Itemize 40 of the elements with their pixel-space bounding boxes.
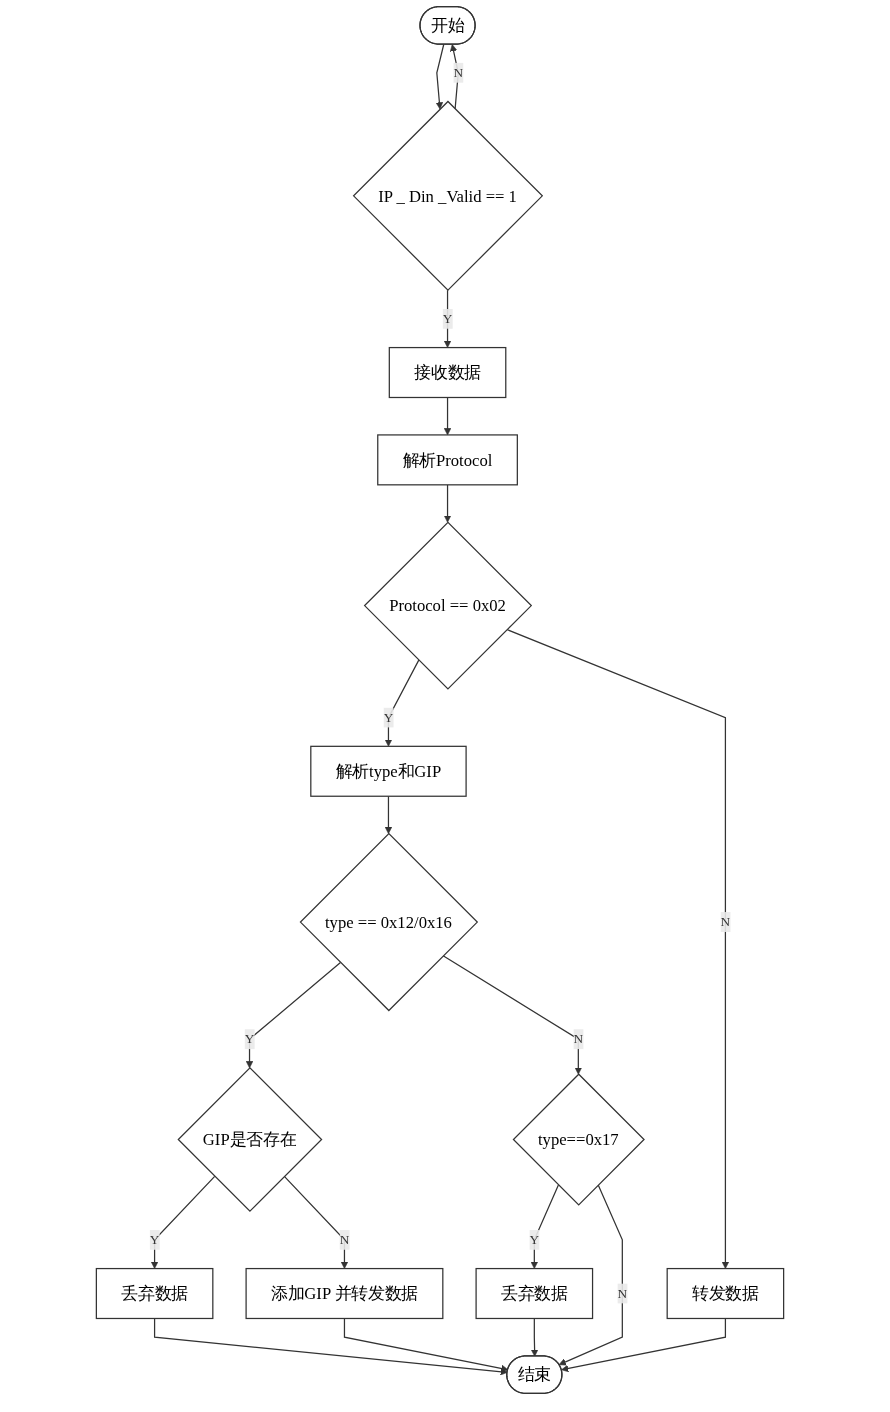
node-diamond: type == 0x12/0x16 [299, 832, 479, 1012]
edge-label: Y [244, 1031, 255, 1046]
arrow [442, 955, 582, 1075]
arrow [283, 1175, 349, 1269]
node-box: 丢弃数据 [475, 1267, 594, 1320]
edge-label: Y [529, 1232, 540, 1247]
arrow [150, 1175, 216, 1269]
edge-label: Y [149, 1232, 160, 1247]
arrow [506, 628, 730, 1269]
node-diamond: type==0x17 [512, 1073, 645, 1206]
node-box: 解析type和GIP [310, 745, 467, 797]
arrow [435, 43, 445, 110]
arrow [443, 484, 452, 523]
edge-label: N [617, 1286, 628, 1301]
arrow [443, 396, 452, 436]
node-diamond: Protocol == 0x02 [363, 521, 533, 690]
node-box: 解析Protocol [377, 434, 518, 486]
edge-label: N [720, 914, 731, 929]
edge-label: N [339, 1232, 350, 1247]
node-box: 丢弃数据 [95, 1267, 214, 1320]
node-box: 添加GIP 并转发数据 [245, 1267, 444, 1320]
node-box: 接收数据 [388, 346, 507, 399]
edge-label: N [573, 1031, 584, 1046]
arrow [558, 1184, 623, 1366]
arrow [384, 795, 393, 834]
arrow [561, 1317, 727, 1373]
arrow [530, 1317, 539, 1357]
edge-label: Y [383, 710, 394, 725]
arrow [384, 659, 420, 747]
arrow [245, 961, 342, 1069]
arrow [343, 1317, 509, 1373]
arrow [153, 1317, 508, 1376]
node-diamond: GIP是否存在 [177, 1067, 323, 1213]
node-box: 转发数据 [666, 1267, 785, 1320]
node-diamond: IP _ Din _Valid == 1 [352, 100, 544, 292]
arrow [450, 44, 459, 110]
arrow [530, 1184, 560, 1269]
edge-label: N [453, 65, 464, 80]
edge-label: Y [442, 311, 453, 326]
arrow [443, 289, 452, 348]
